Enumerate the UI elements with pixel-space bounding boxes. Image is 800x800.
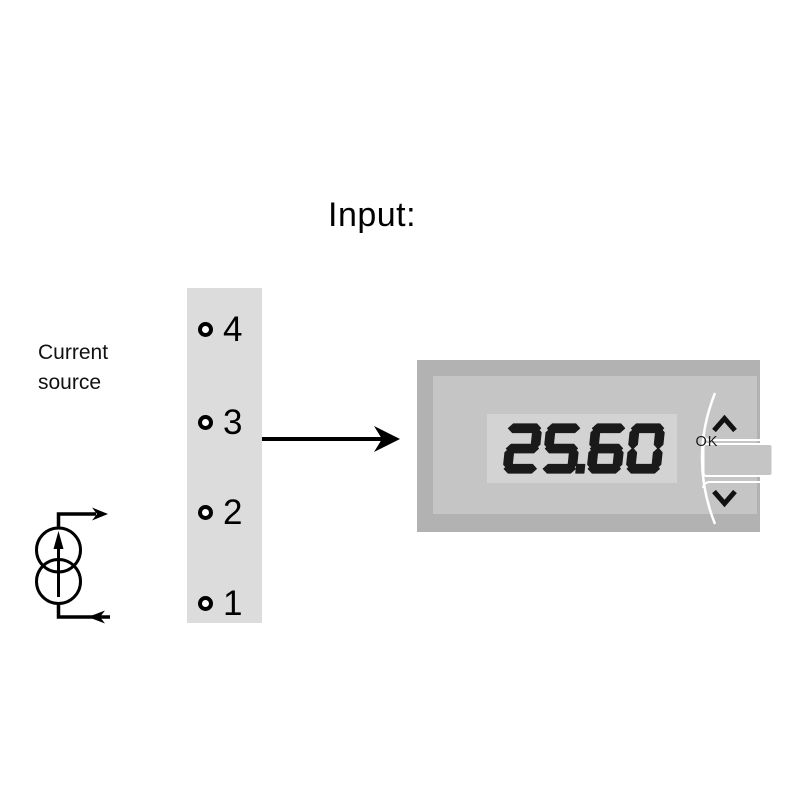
- ok-button-outline: [702, 443, 774, 477]
- panel-meter: OK: [417, 360, 774, 532]
- meter-controls-graphic: [700, 392, 774, 525]
- chevron-up-icon: [712, 414, 737, 433]
- page-title: Input:: [328, 196, 417, 234]
- terminal-block: 4 3 2 1: [187, 288, 262, 623]
- ok-button[interactable]: [687, 428, 757, 460]
- terminal-label-4: 4: [223, 310, 243, 349]
- terminal-ring-icon: [198, 322, 213, 337]
- terminal-label-1: 1: [223, 584, 243, 623]
- button-separator-top: [702, 433, 773, 441]
- button-separator-bottom: [702, 481, 773, 489]
- signal-arrow-icon: [262, 426, 400, 452]
- chevron-down-icon: [712, 489, 737, 508]
- lcd-display: [487, 414, 677, 483]
- lcd-digits-svg: [503, 423, 665, 474]
- current-source-symbol: [35, 507, 110, 624]
- terminal-ring-icon: [198, 415, 213, 430]
- button-panel-arc: [700, 392, 717, 525]
- ok-button-label: OK: [695, 434, 719, 450]
- up-button[interactable]: [686, 377, 757, 421]
- terminal-ring-icon: [198, 505, 213, 520]
- terminal-ring-icon: [198, 596, 213, 611]
- down-button[interactable]: [686, 467, 757, 512]
- terminal-label-2: 2: [223, 493, 243, 532]
- return-wire-arrow-icon: [56, 605, 110, 624]
- terminal-label-3: 3: [223, 403, 243, 442]
- output-wire-arrow-icon: [56, 507, 108, 527]
- current-direction-arrow-icon: [53, 531, 64, 597]
- meter-face: [433, 376, 774, 525]
- current-source-label: Current source: [38, 341, 109, 394]
